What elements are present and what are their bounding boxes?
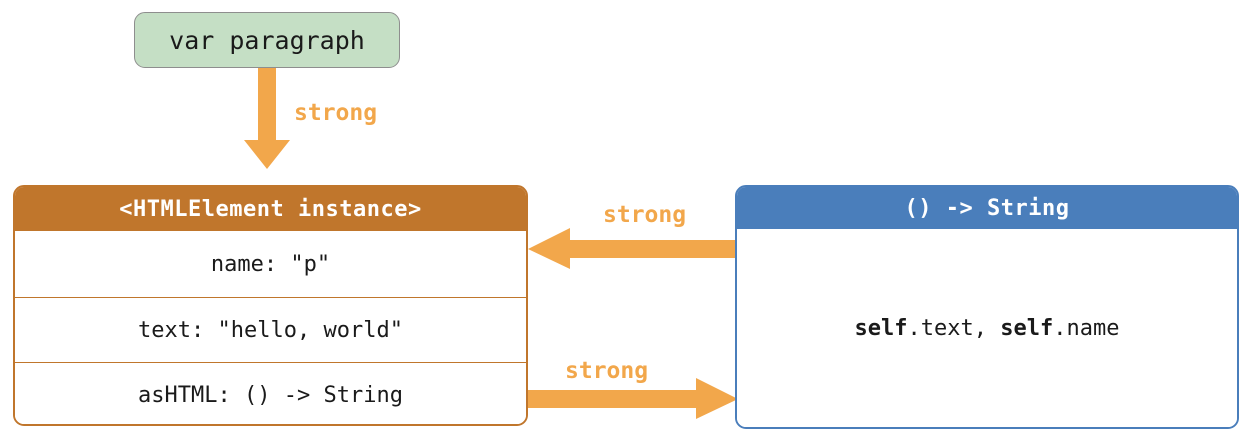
arrow-label-closure-to-instance: strong: [603, 202, 687, 228]
instance-table-header-label: <HTMLElement instance>: [119, 196, 422, 222]
closure-box-header-label: () -> String: [904, 195, 1070, 221]
instance-row-label-name: name: "p": [210, 251, 331, 277]
table-row: text: "hello, world": [15, 297, 526, 362]
instance-table-rows: name: "p" text: "hello, world" asHTML: (…: [15, 231, 526, 424]
instance-table-header: <HTMLElement instance>: [15, 187, 526, 231]
closure-box-body-label: self.text, self.name: [854, 315, 1120, 341]
closure-box: () -> String self.text, self.name: [735, 185, 1239, 429]
variable-box: var paragraph: [134, 12, 400, 68]
arrow-instance-to-closure: [528, 378, 738, 419]
arrow-variable-to-instance: [244, 68, 290, 169]
closure-box-body: self.text, self.name: [737, 229, 1237, 427]
table-row: name: "p": [15, 231, 526, 297]
arrow-label-variable-to-instance: strong: [294, 100, 378, 126]
instance-row-label-text: text: "hello, world": [138, 317, 403, 343]
variable-box-label: var paragraph: [169, 25, 365, 55]
arrow-closure-to-instance: [528, 228, 737, 269]
instance-row-label-ashtml: asHTML: () -> String: [138, 382, 403, 408]
arrow-label-instance-to-closure: strong: [565, 358, 649, 384]
table-row: asHTML: () -> String: [15, 362, 526, 424]
closure-box-header: () -> String: [737, 187, 1237, 229]
instance-table: <HTMLElement instance> name: "p" text: "…: [13, 185, 528, 426]
